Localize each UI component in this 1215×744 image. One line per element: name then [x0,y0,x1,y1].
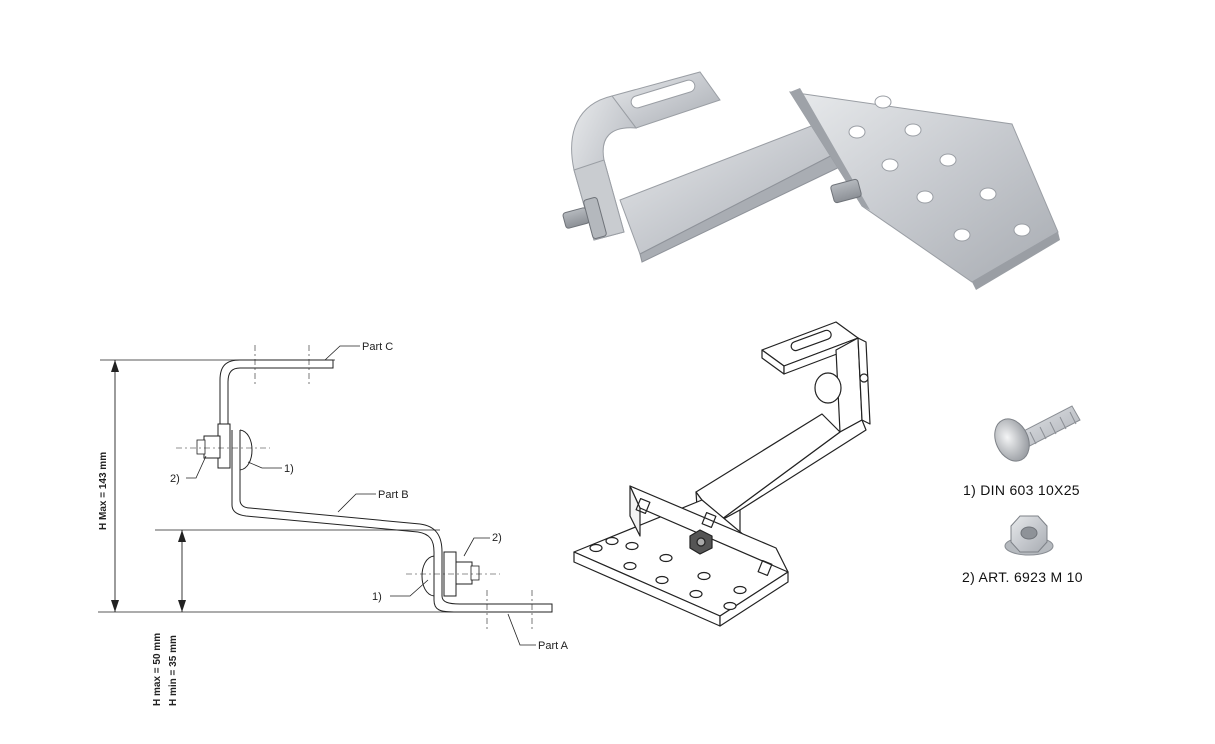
marker-1-lower: 1) [372,591,382,603]
label-part-a: Part A [538,640,569,652]
marker-1-upper: 1) [284,463,294,475]
nut-caption: 2) ART. 6923 M 10 [962,569,1083,585]
technical-drawing: Part C Part B Part A 1) 2) 1) 2) H Max =… [98,341,569,706]
isometric-drawing [573,321,871,627]
label-part-b: Part B [378,489,409,501]
flange-nut-photo [1004,515,1054,556]
roof-hook-photo [562,71,1060,290]
carriage-bolt-photo [994,405,1081,462]
dimension-h-max-total: H Max = 143 mm [98,452,109,530]
bolt-caption: 1) DIN 603 10X25 [963,482,1080,498]
marker-2-lower: 2) [492,532,502,544]
marker-2-upper: 2) [170,473,180,485]
dimension-h-min: H min = 35 mm [168,635,179,706]
label-part-c: Part C [362,341,393,353]
dimension-h-max: H max = 50 mm [152,633,163,706]
